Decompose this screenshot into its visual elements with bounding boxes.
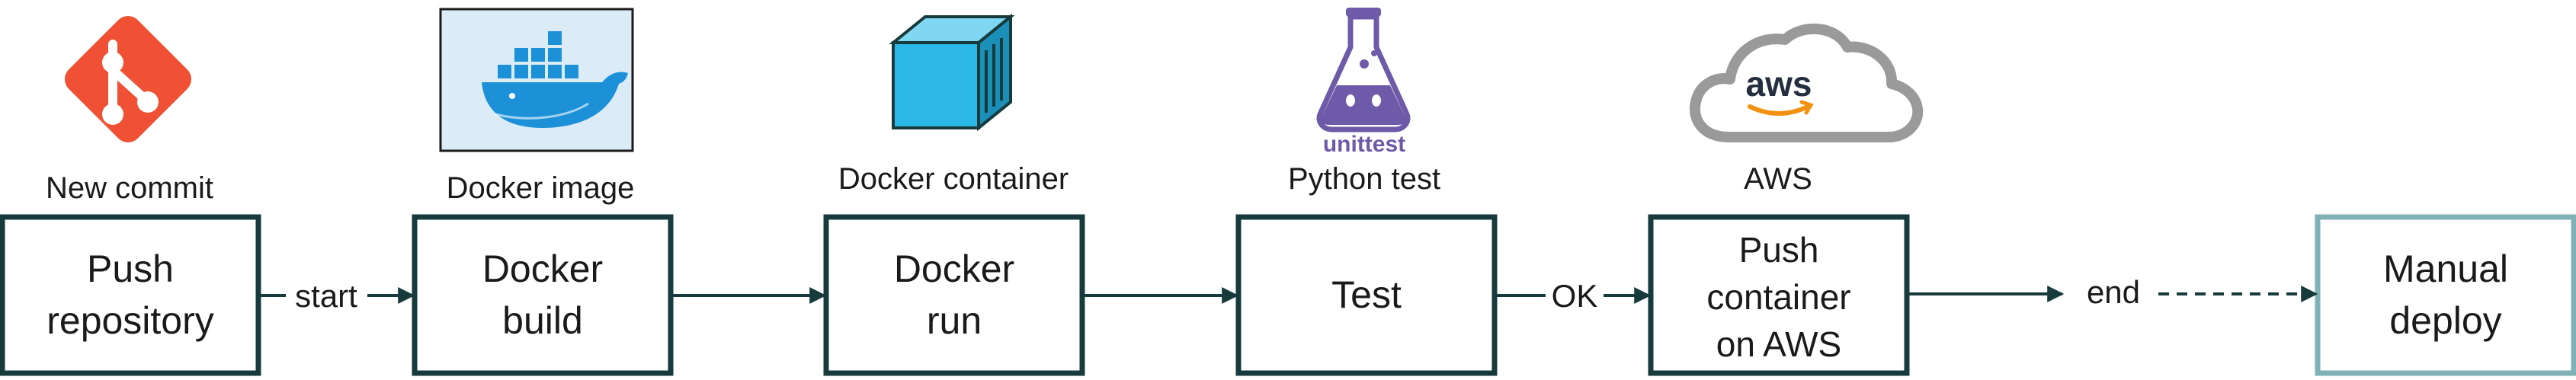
docker-whale-icon: [439, 8, 634, 152]
step-label-line: Test: [1331, 273, 1402, 316]
step-label-line: Docker: [482, 247, 603, 290]
edge-label-end: end: [2087, 274, 2140, 310]
step-box-docker-build: Docker build: [412, 214, 674, 376]
caption-python-test: Python test: [1288, 162, 1440, 196]
step-label-line: repository: [46, 299, 214, 342]
edge-start: start: [260, 278, 415, 314]
edge-end: end: [1908, 274, 2318, 310]
unittest-flask-icon: unittest: [1316, 8, 1411, 157]
caption-docker-image: Docker image: [447, 171, 635, 205]
step-label-line: Push: [87, 247, 174, 290]
step-label-line: build: [502, 299, 583, 342]
aws-wordmark: aws: [1746, 64, 1812, 104]
step-box-test: Test: [1235, 214, 1498, 376]
step-label-line: deploy: [2389, 299, 2501, 342]
caption-new-commit: New commit: [46, 171, 213, 205]
step-label-line: Manual: [2383, 247, 2508, 290]
unittest-wordmark: unittest: [1323, 132, 1405, 157]
step-box-push-repository: Push repository: [0, 214, 261, 376]
step-label-line: Docker: [894, 247, 1014, 290]
edge-ok: OK: [1496, 278, 1652, 314]
step-box-manual-deploy: Manual deploy: [2315, 214, 2576, 376]
step-label-line: on AWS: [1716, 324, 1841, 364]
step-label-line: run: [927, 299, 982, 342]
step-box-push-container-on-aws: Push container on AWS: [1648, 214, 1910, 376]
step-label-line: container: [1706, 277, 1850, 317]
caption-docker-container: Docker container: [838, 162, 1069, 196]
docker-container-icon: [889, 13, 1015, 132]
edge-label-start: start: [295, 278, 357, 314]
step-label-line: Push: [1739, 230, 1819, 270]
aws-cloud-icon: aws: [1690, 23, 1924, 142]
git-icon: [64, 15, 192, 143]
caption-aws: AWS: [1744, 162, 1812, 196]
step-box-docker-run: Docker run: [823, 214, 1085, 376]
edge-label-ok: OK: [1552, 278, 1598, 314]
